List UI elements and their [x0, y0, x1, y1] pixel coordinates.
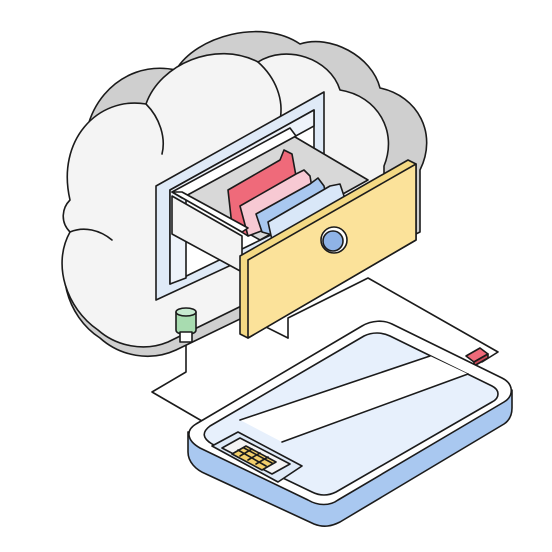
- ssd-stripe: [240, 356, 468, 442]
- drawer-knob-icon: [320, 226, 348, 254]
- connector-icon: [175, 307, 197, 343]
- file-drawer-icon: [171, 127, 417, 339]
- ssd-drive-icon: [187, 320, 513, 527]
- ssd-port-icon: [211, 431, 303, 483]
- drawer-front-panel: [239, 159, 417, 339]
